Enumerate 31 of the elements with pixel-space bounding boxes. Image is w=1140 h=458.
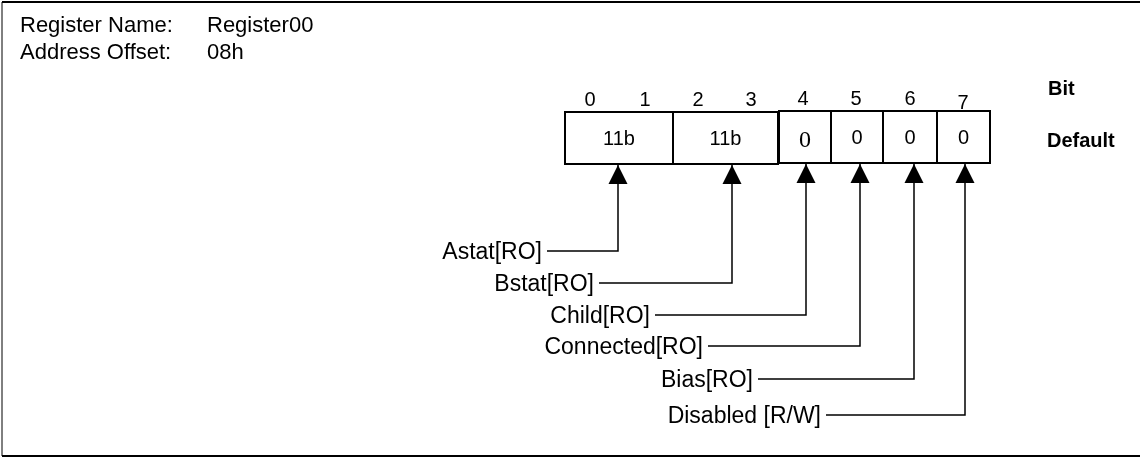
bit-number: 1 [639, 87, 651, 112]
bit-number: 5 [850, 86, 862, 111]
leader-arrow [825, 163, 975, 416]
field-name-label: Disabled [R/W] [667, 402, 821, 428]
register-name-value: Register00 [207, 12, 314, 38]
field-name-label: Connected[RO] [544, 333, 703, 359]
field-name-label: Bias[RO] [660, 366, 753, 392]
default-row-heading: Default [1047, 128, 1115, 153]
register-field-cell: 0 [830, 110, 884, 164]
address-offset-label: Address Offset: [20, 39, 172, 65]
register-name-label: Register Name: [20, 12, 173, 38]
register-field-cell: 11b [672, 111, 779, 165]
field-name-label: Astat[RO] [442, 238, 542, 264]
bit-number: 6 [904, 86, 916, 111]
field-name-label: Child[RO] [550, 302, 650, 328]
field-name-label: Bstat[RO] [494, 270, 594, 296]
leader-arrow [654, 163, 816, 316]
bit-number: 2 [692, 87, 704, 112]
address-offset-value: 08h [207, 39, 244, 65]
register-field-cell: 0 [882, 110, 938, 164]
leader-arrow [546, 164, 628, 252]
bit-row-heading: Bit [1048, 76, 1075, 101]
bit-number: 4 [797, 86, 809, 111]
register-field-cell: 11b [564, 111, 674, 165]
register-field-cell: 0 [778, 110, 832, 164]
leader-arrow [757, 163, 924, 380]
register-field-cell: 0 [936, 110, 991, 164]
leader-arrow [707, 163, 870, 347]
bit-number: 3 [745, 87, 757, 112]
bit-number: 0 [584, 87, 596, 112]
leader-arrow [598, 164, 742, 284]
